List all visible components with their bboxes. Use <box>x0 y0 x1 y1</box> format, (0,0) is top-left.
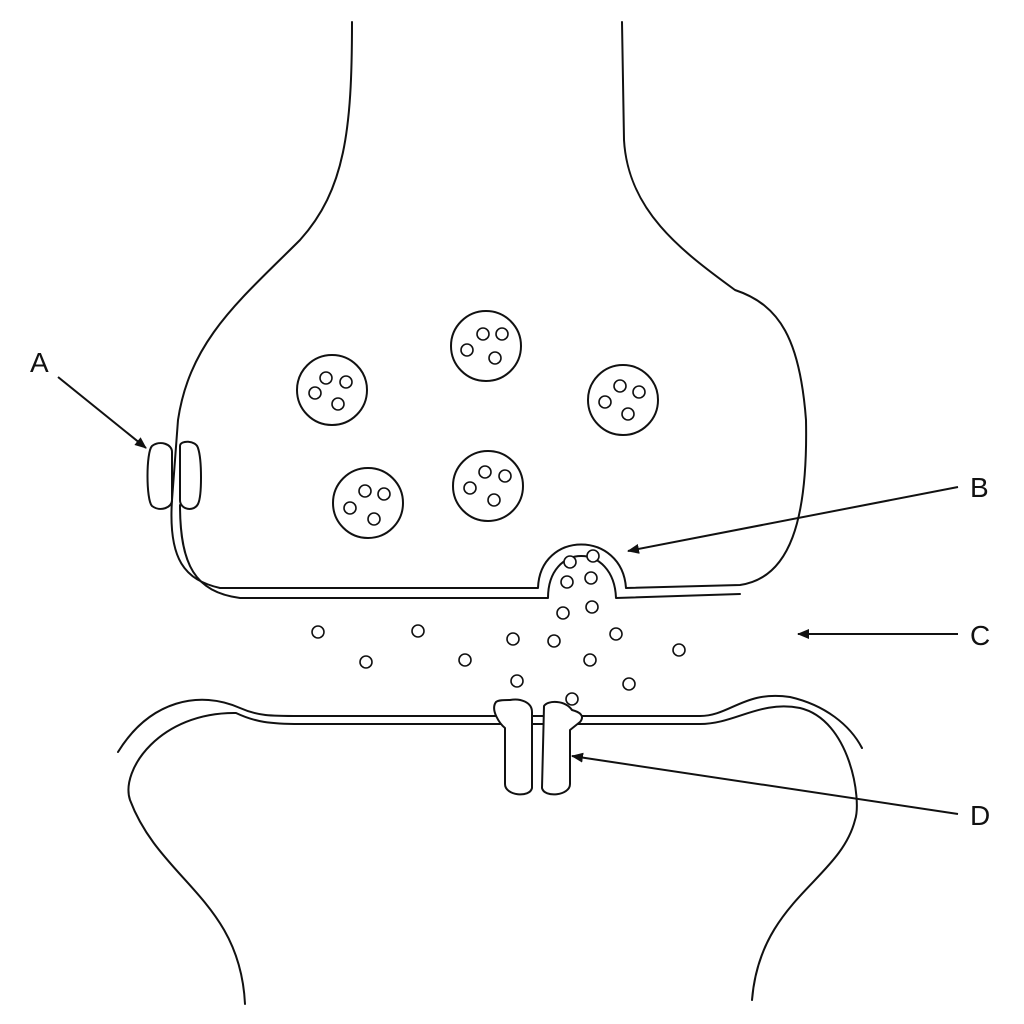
presynaptic-inner-membrane <box>179 504 741 599</box>
vesicle-3 <box>587 364 659 436</box>
postsynaptic-inner-membrane <box>127 705 858 1005</box>
label-b: B <box>970 472 989 503</box>
vesicle-2 <box>450 310 522 382</box>
presynaptic-outer-membrane <box>170 21 808 589</box>
label-c: C <box>970 620 990 651</box>
label-d: D <box>970 800 990 831</box>
receptor <box>493 698 583 796</box>
vesicle-4 <box>452 450 524 522</box>
arrow-a <box>57 376 147 449</box>
label-a: A <box>30 347 49 378</box>
arrow-b <box>627 486 959 554</box>
ion-channel <box>146 440 202 510</box>
neurotransmitter-molecules <box>311 600 686 706</box>
vesicle-1 <box>296 354 368 426</box>
arrow-d <box>571 752 959 815</box>
vesicle-5 <box>332 467 404 539</box>
exocytosis-molecules <box>560 549 600 589</box>
